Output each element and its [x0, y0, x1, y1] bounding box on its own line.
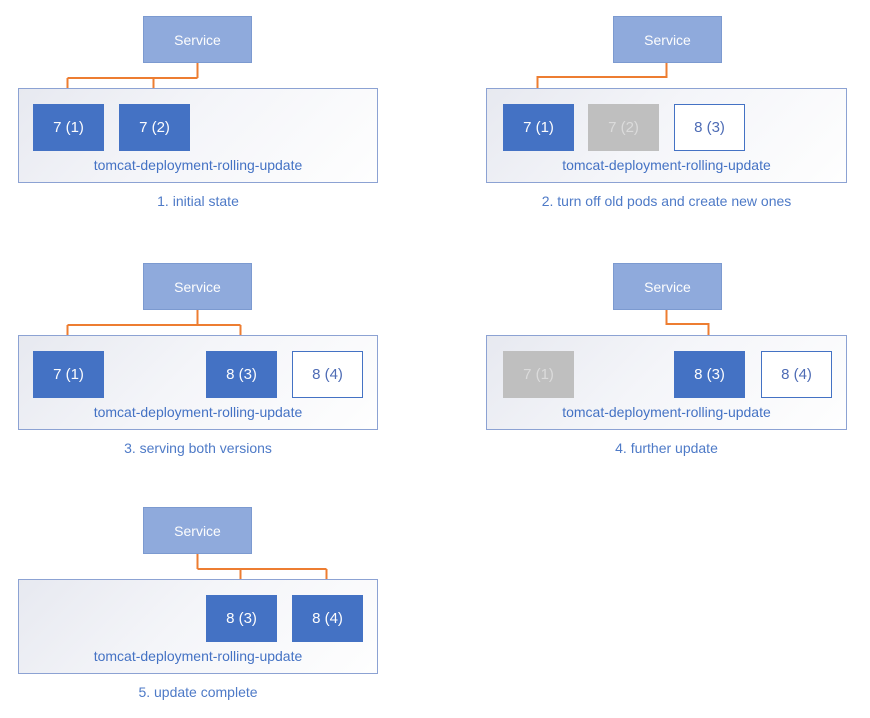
service-label: Service [174, 522, 221, 539]
pod: 7 (2) [119, 104, 190, 151]
pod-label: 8 (4) [312, 366, 343, 383]
deployment-box: 7 (1) 8 (3) 8 (4) tomcat-deployment-roll… [18, 335, 378, 430]
pod: 7 (1) [33, 351, 104, 398]
service-box: Service [143, 263, 252, 310]
deployment-box: 7 (1) 7 (2) 8 (3) tomcat-deployment-roll… [486, 88, 847, 183]
pod-label: 8 (3) [694, 366, 725, 383]
service-label: Service [174, 278, 221, 295]
pod: 8 (4) [292, 351, 363, 398]
panel-initial-state: Service 7 (1) 7 (2) tomcat-deployment-ro… [0, 0, 435, 232]
panel-caption: 4. further update [615, 440, 718, 456]
pod-label: 8 (3) [226, 366, 257, 383]
pod: 8 (3) [674, 104, 745, 151]
pod-label: 7 (1) [53, 366, 84, 383]
panel-serving-both-versions: Service 7 (1) 8 (3) 8 (4) tomcat-deploym… [0, 247, 435, 479]
service-box: Service [143, 507, 252, 554]
pod-label: 7 (1) [523, 366, 554, 383]
deployment-box: 7 (1) 7 (2) tomcat-deployment-rolling-up… [18, 88, 378, 183]
service-label: Service [644, 278, 691, 295]
panel-further-update: Service 7 (1) 8 (3) 8 (4) tomcat-deploym… [435, 247, 870, 479]
pod-label: 8 (3) [694, 119, 725, 136]
panel-caption: 3. serving both versions [124, 440, 272, 456]
service-label: Service [174, 31, 221, 48]
panel-update-complete: Service 8 (3) 8 (4) tomcat-deployment-ro… [0, 491, 435, 718]
pod: 7 (2) [588, 104, 659, 151]
pod: 7 (1) [503, 351, 574, 398]
pod: 8 (3) [674, 351, 745, 398]
pod: 8 (4) [292, 595, 363, 642]
pod: 8 (3) [206, 595, 277, 642]
panel-turn-off-old-pods: Service 7 (1) 7 (2) 8 (3) tomcat-deploym… [435, 0, 870, 232]
deployment-box: 8 (3) 8 (4) tomcat-deployment-rolling-up… [18, 579, 378, 674]
pod: 8 (4) [761, 351, 832, 398]
pod-label: 7 (1) [53, 119, 84, 136]
pod-label: 8 (4) [312, 610, 343, 627]
panel-caption: 2. turn off old pods and create new ones [541, 193, 792, 209]
pod: 7 (1) [503, 104, 574, 151]
service-box: Service [613, 263, 722, 310]
service-box: Service [613, 16, 722, 63]
panel-caption: 5. update complete [138, 684, 258, 700]
deployment-label: tomcat-deployment-rolling-update [93, 157, 303, 173]
deployment-box: 7 (1) 8 (3) 8 (4) tomcat-deployment-roll… [486, 335, 847, 430]
service-box: Service [143, 16, 252, 63]
pod-label: 7 (2) [139, 119, 170, 136]
pod-label: 8 (3) [226, 610, 257, 627]
pod-label: 7 (2) [608, 119, 639, 136]
deployment-label: tomcat-deployment-rolling-update [562, 404, 771, 420]
deployment-label: tomcat-deployment-rolling-update [562, 157, 771, 173]
deployment-label: tomcat-deployment-rolling-update [93, 648, 303, 664]
panel-caption: 1. initial state [157, 193, 239, 209]
pod: 8 (3) [206, 351, 277, 398]
deployment-label: tomcat-deployment-rolling-update [93, 404, 303, 420]
pod-label: 7 (1) [523, 119, 554, 136]
service-label: Service [644, 31, 691, 48]
pod: 7 (1) [33, 104, 104, 151]
pod-label: 8 (4) [781, 366, 812, 383]
